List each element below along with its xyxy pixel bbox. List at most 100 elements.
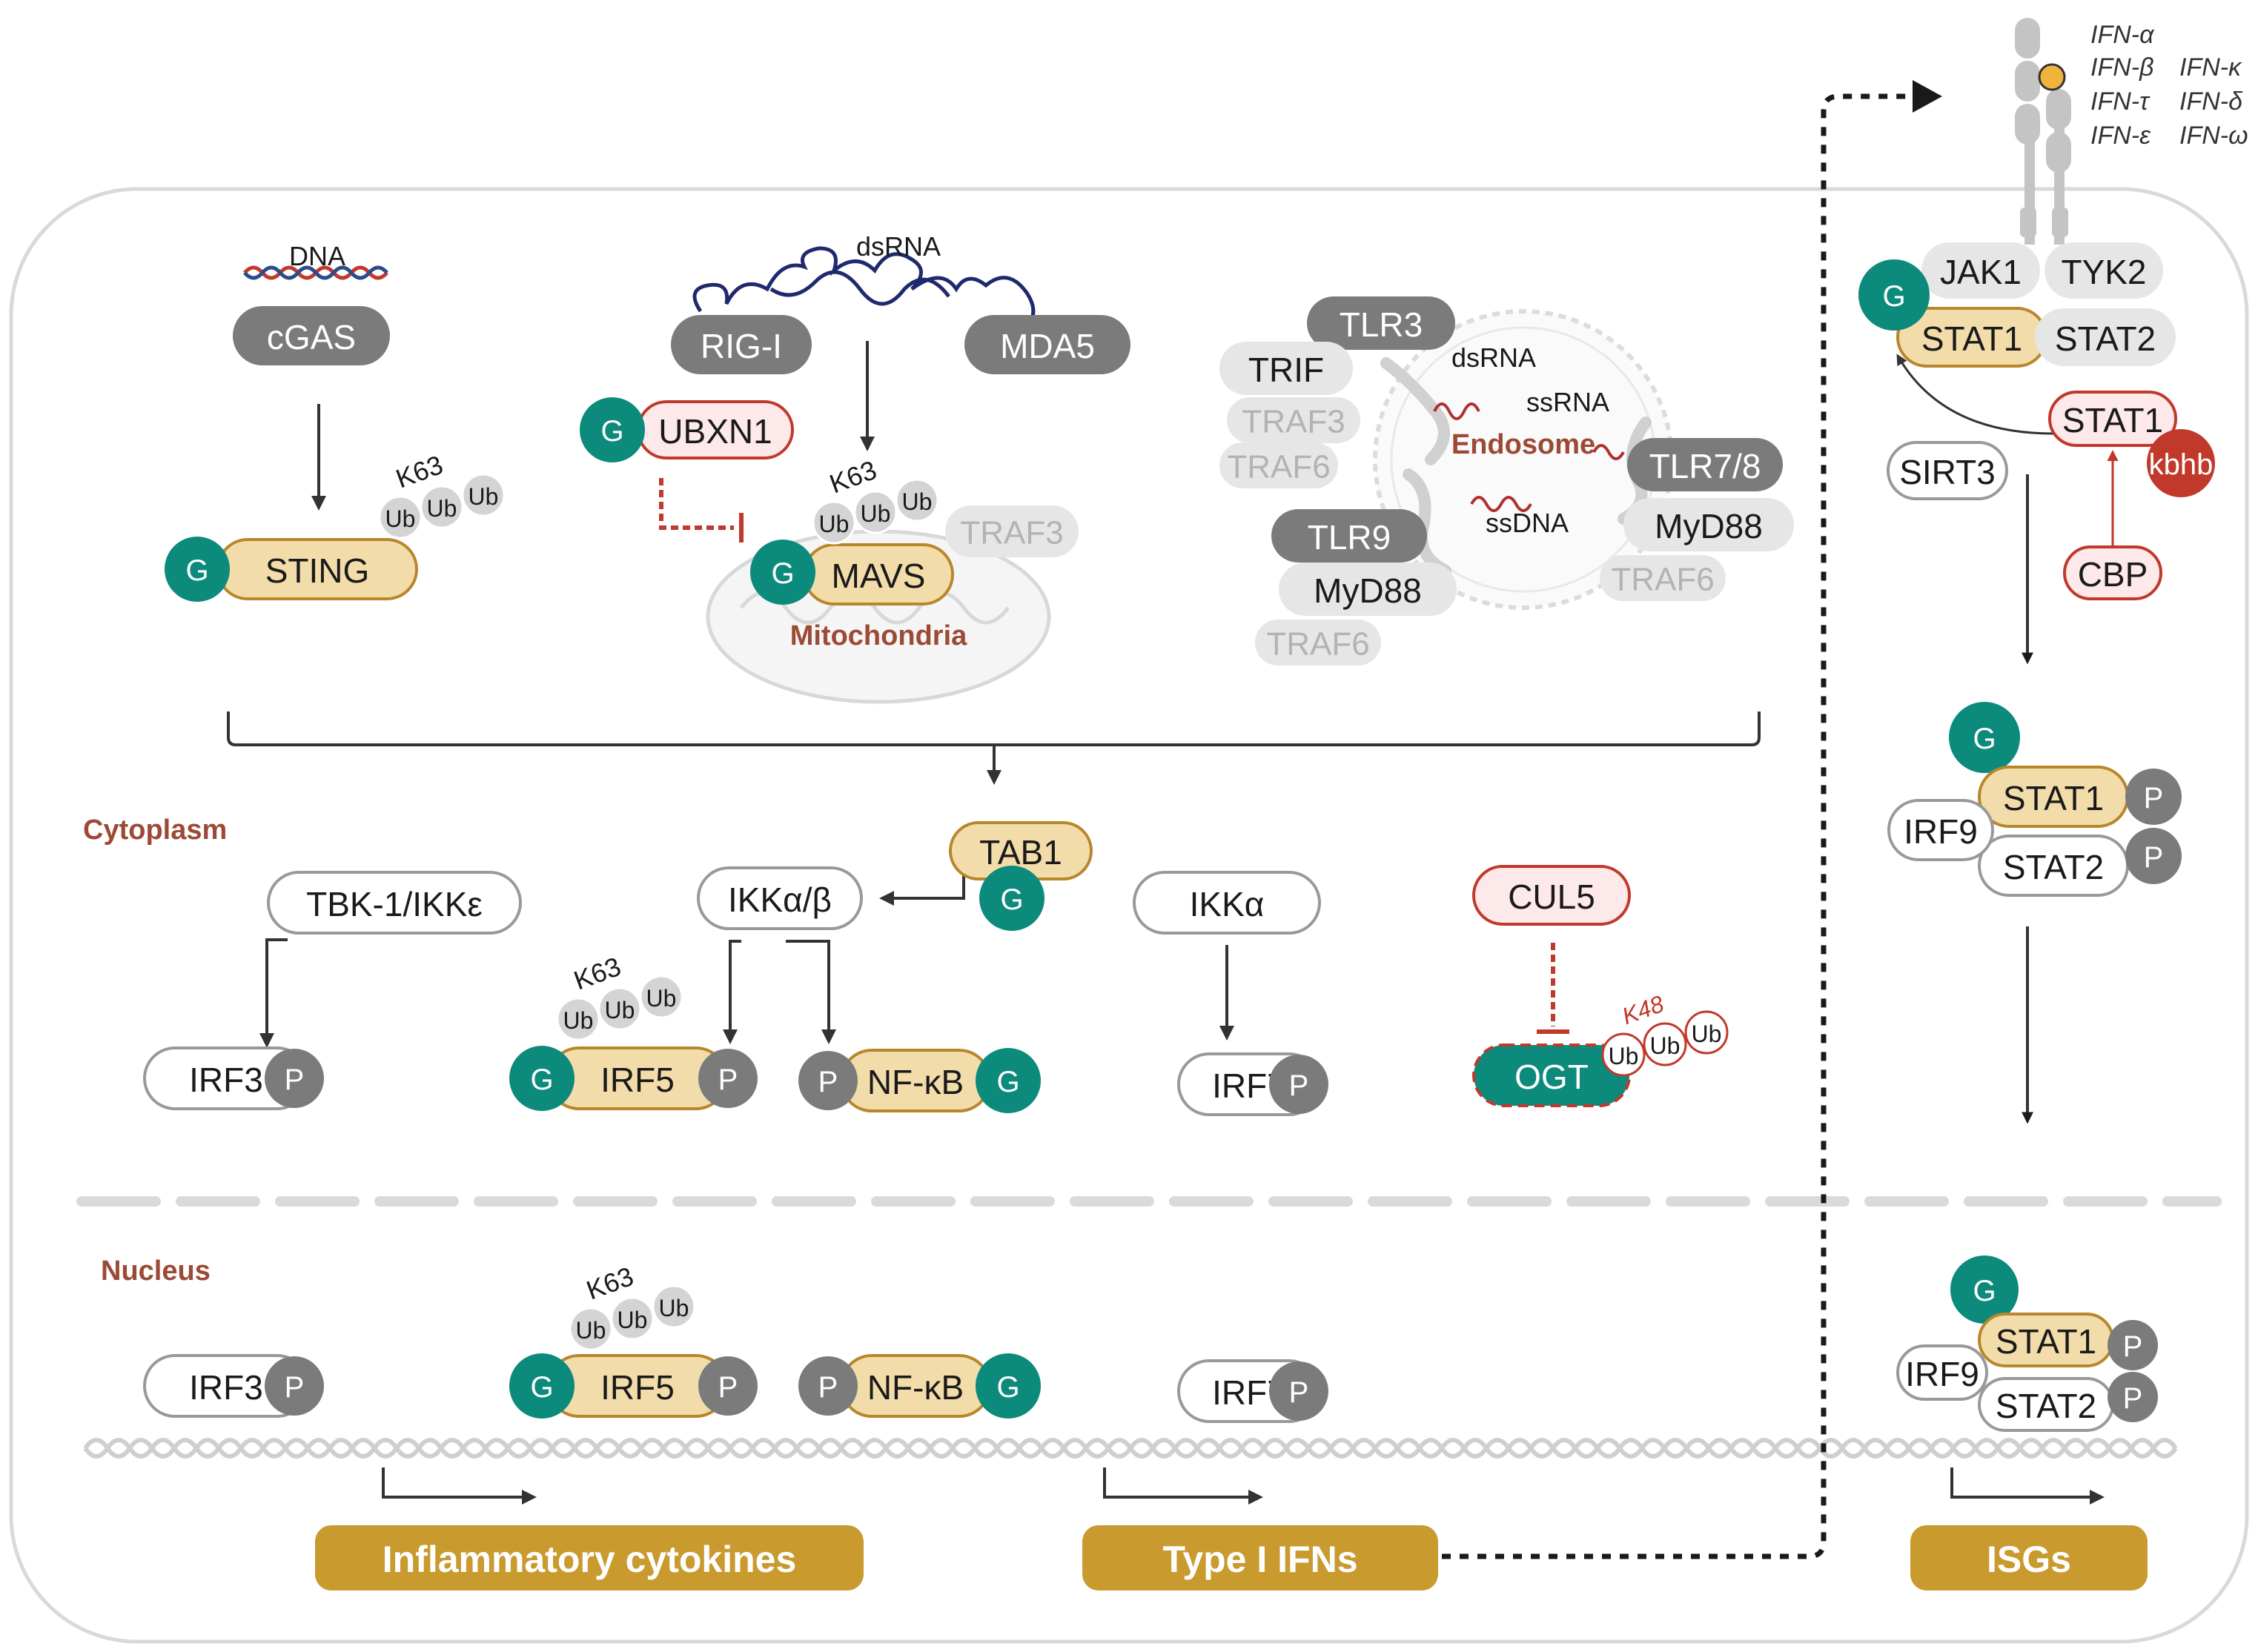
irf3-nuc-label: IRF3 [189,1368,263,1407]
nucleus-label: Nucleus [101,1255,211,1287]
cbp: CBP [2063,545,2162,600]
dna-ligand: DNA [243,241,388,280]
output-type-i-ifns: Type I IFNs [1082,1525,1438,1590]
traf6-endo-b-shape [1255,620,1381,666]
stat1-isgf3-nuc-p-label: P [2123,1330,2143,1363]
output-type-i-ifns-label: Type I IFNs [1162,1539,1357,1580]
sting-ub-2-label: Ub [427,495,457,522]
irf5-cyto-ub-3-label: Ub [646,985,677,1012]
mavs-label: MAVS [832,557,926,595]
sting-g-label: G [185,554,208,587]
ikk-ab-label: IKKα/β [728,880,832,919]
traf3-mito-label: TRAF3 [960,515,1063,551]
myd88-a-shape [1279,563,1457,616]
traf6-endo-c-label: TRAF6 [1611,562,1714,598]
irf3-nuc-p-shape [265,1356,324,1416]
myd88-b-label: MyD88 [1655,507,1763,545]
irf5-nuc-ub-1-shape [569,1307,613,1351]
nfkb-nuc-label: NF-κB [867,1368,964,1407]
ifn-item: IFN-δ [2179,87,2243,116]
stat1-isgf3-cyto-p-label: P [2144,782,2164,815]
mavs-ub-2: Ub [853,490,898,534]
ubxn1: UBXN1 [637,400,794,460]
irf9-nuc-shape [1896,1344,1988,1401]
tlr9-label: TLR9 [1308,518,1391,557]
sirt3: SIRT3 [1887,441,2008,500]
ogt-ub-2-shape [1643,1022,1687,1066]
ikk-a-shape [1133,871,1321,935]
trif-shape [1219,342,1353,395]
stat1-isgf3-cyto: STAT1 [1978,766,2129,828]
traf6-endo-a-label: TRAF6 [1227,449,1330,485]
irf5-cyto-g-label: G [530,1064,553,1096]
irf5-nuc-g-label: G [530,1371,553,1404]
ifn-item: IFN-κ [2179,53,2242,82]
sirt3-shape [1887,441,2008,500]
stat2-receptor-label: STAT2 [2055,319,2156,358]
tlr3: TLR3 [1307,296,1455,350]
ifn-receptor [2015,18,2071,245]
stat1-kbhb-shape [2048,391,2177,447]
tlr3-label: TLR3 [1340,305,1423,344]
output-inflammatory-cytokines-shape [315,1525,864,1590]
irf5-nuc-ub-3-label: Ub [659,1295,689,1321]
stat2-receptor: STAT2 [2035,308,2176,366]
rig-i: RIG-I [671,315,812,374]
ifn-item: IFN-ω [2179,122,2248,150]
ogt-label: OGT [1514,1058,1589,1096]
rig-i-shape [671,315,812,374]
traf3-mito: TRAF3 [945,505,1079,557]
sting-g-shape [165,537,230,602]
ifn-item: IFN-τ [2090,87,2151,116]
traf6-endo-c: TRAF6 [1600,555,1726,601]
tyk2-shape [2045,242,2163,299]
trif: TRIF [1219,342,1353,395]
nfkb-cyto-label: NF-κB [867,1063,964,1101]
nfkb-cyto-g-shape [976,1048,1041,1113]
irf9-nuc-label: IRF9 [1905,1355,1979,1393]
isgf3-cyto-g: G [1949,702,2020,773]
ogt-ub-1-label: Ub [1609,1043,1639,1069]
irf7-nuc-p-shape [1269,1361,1328,1421]
mavs-g-shape [750,540,815,605]
cell-membrane [9,187,2249,1644]
stat1-receptor-label: STAT1 [1921,319,2022,358]
irf3-cyto-label: IRF3 [189,1061,263,1099]
irf3-nuc: IRF3 [143,1354,309,1418]
irf9-cyto-label: IRF9 [1904,812,1978,851]
connectors [227,341,2119,1505]
mavs-ub-2-label: Ub [861,500,891,527]
sting-ub-2-shape [420,485,464,529]
mitochondria-label: Mitochondria [790,620,967,651]
kbhb-badge: kbhb [2147,429,2215,497]
cgas-shape [233,306,390,365]
dna-label: DNA [289,241,345,271]
nfkb-nuc-p-label: P [818,1371,838,1404]
nfkb-nuc-g-shape [976,1353,1041,1419]
mavs-ub-3: Ub [895,478,939,523]
irf3-cyto-p-label: P [285,1064,305,1096]
irf5-nuc-p-label: P [718,1371,738,1404]
endosome-ssrna-label: ssRNA [1526,387,1609,417]
sting-ub-3: Ub [461,473,506,517]
irf7-cyto-p: P [1269,1055,1328,1114]
irf5-nuc-label: IRF5 [600,1368,675,1407]
irf9-cyto: IRF9 [1887,799,1994,861]
tyk2: TYK2 [2045,242,2163,299]
cgas: cGAS [233,306,390,365]
dsrna-label: dsRNA [856,231,941,262]
cbp-shape [2063,545,2162,600]
ifn-item: IFN-ε [2090,122,2151,150]
irf5-cyto-p-label: P [718,1064,738,1096]
chromatin-helix [83,1438,2178,1459]
traf3-endo: TRAF3 [1227,397,1360,443]
sting-ub-3-shape [461,473,506,517]
ogt-ub-3-shape [1684,1010,1729,1055]
myd88-a-label: MyD88 [1314,571,1422,610]
irf9-cyto-shape [1887,799,1994,861]
sting-ub-1-label: Ub [385,505,416,532]
cul5-label: CUL5 [1508,878,1595,916]
stat1-isgf3-nuc: STAT1 [1978,1313,2114,1367]
irf5-nuc-g-shape [509,1353,575,1419]
tlr3-shape [1307,296,1455,350]
